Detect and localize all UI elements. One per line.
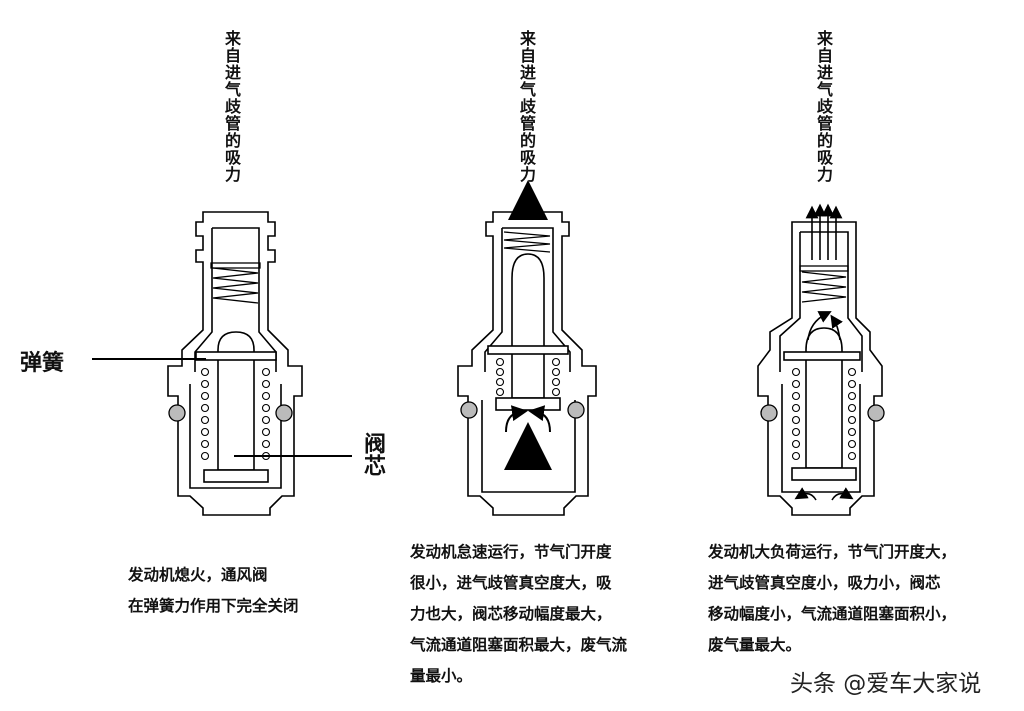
watermark: 头条 @爱车大家说 bbox=[790, 671, 982, 697]
flow-arrows-idle bbox=[504, 180, 552, 470]
suction-label-load: 来自进气歧管的吸力 bbox=[814, 30, 833, 183]
valve-body-idle bbox=[457, 211, 597, 516]
caption-engine-off: 发动机熄火，通风阀 在弹簧力作用下完全关闭 bbox=[128, 566, 299, 615]
suction-label-off: 来自进气歧管的吸力 bbox=[222, 30, 241, 183]
coil-spring-idle bbox=[495, 357, 561, 397]
spring-label: 弹簧 bbox=[20, 351, 65, 376]
upper-spring-off bbox=[210, 262, 261, 304]
valve-body-load bbox=[757, 221, 883, 516]
upper-spring-load bbox=[799, 265, 849, 303]
valve-core-label: 阀芯 bbox=[360, 432, 385, 476]
coil-spring-load bbox=[791, 367, 857, 461]
coil-spring-off bbox=[200, 367, 271, 461]
flow-arrows-load bbox=[794, 203, 854, 501]
upper-spring-idle bbox=[503, 231, 551, 253]
suction-label-idle: 来自进气歧管的吸力 bbox=[517, 30, 536, 183]
valve-core-load bbox=[783, 327, 861, 481]
valve-core-off bbox=[195, 331, 277, 483]
o-ring-off bbox=[168, 404, 293, 422]
caption-full-load: 发动机大负荷运行，节气门开度大， 进气歧管真空度小，吸力小，阀芯 移动幅度小，气… bbox=[708, 543, 957, 654]
valve-core-idle bbox=[487, 253, 569, 411]
o-ring-load bbox=[760, 404, 885, 422]
o-ring-idle bbox=[460, 401, 585, 419]
caption-idle: 发动机怠速运行，节气门开度 很小，进气歧管真空度大，吸 力也大，阀芯移动幅度最大… bbox=[410, 543, 628, 685]
